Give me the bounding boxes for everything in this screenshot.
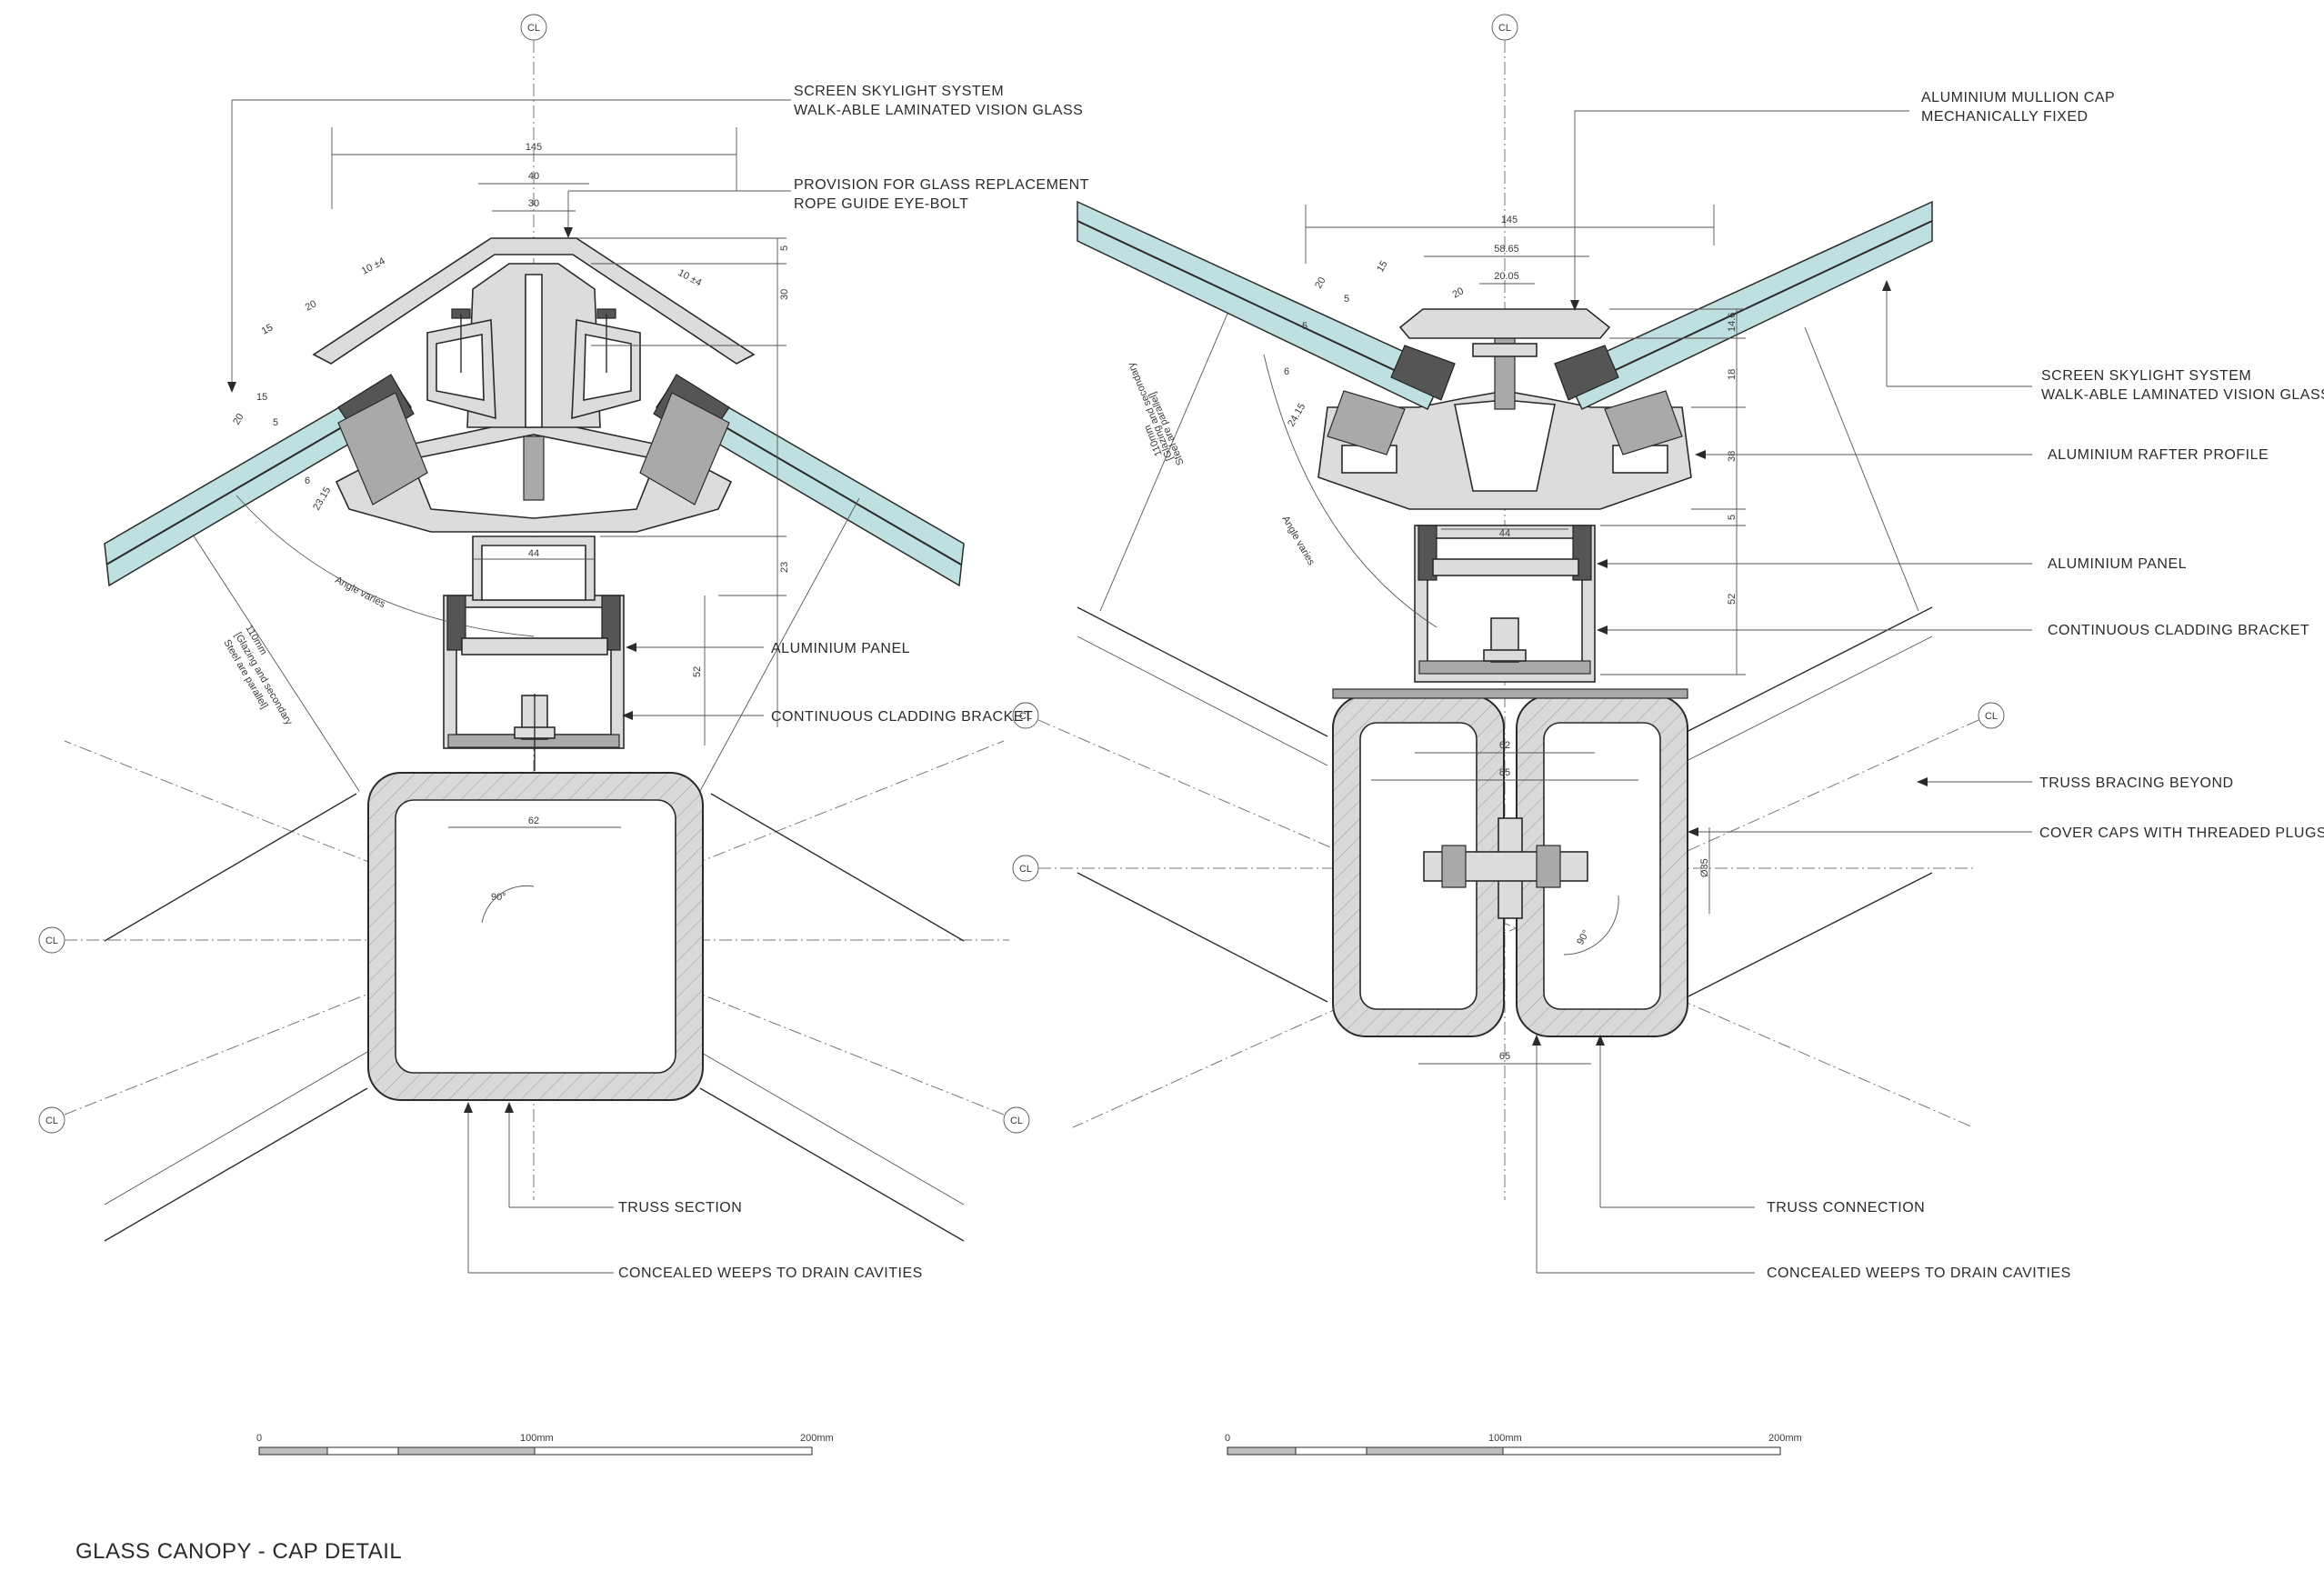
left-rafter-profile	[335, 263, 733, 601]
scale-200mm: 200mm	[800, 1433, 834, 1444]
label-truss-bracing: TRUSS BRACING BEYOND	[2039, 775, 2234, 791]
dim-10b: 10 ±4	[676, 267, 704, 288]
centerline-label: CL	[1985, 711, 1998, 722]
dim-18: 18	[1727, 369, 1738, 380]
dim-6: 6	[305, 475, 310, 486]
centerline-label: CL	[1019, 711, 1032, 722]
dim-5c: 5	[1727, 515, 1738, 520]
dim-145: 145	[1501, 215, 1518, 225]
label-aluminium-panel: ALUMINIUM PANEL	[2048, 556, 2187, 572]
left-secondary-steel	[104, 793, 965, 1242]
dim-23: 23	[779, 562, 790, 573]
dim-30: 30	[528, 198, 539, 209]
scale-0: 0	[1225, 1433, 1230, 1444]
dim-40: 40	[528, 171, 539, 182]
right-glass-panels	[1077, 200, 1933, 455]
label-eye-bolt: ROPE GUIDE EYE-BOLT	[794, 196, 968, 212]
left-centerline-marker-top: CL	[520, 14, 547, 41]
dim-15b: 15	[256, 392, 267, 403]
label-rafter-profile: ALUMINIUM RAFTER PROFILE	[2048, 447, 2269, 463]
dim-5b: 5	[1344, 294, 1349, 305]
label-laminated-glass: WALK-ABLE LAMINATED VISION GLASS	[794, 103, 1083, 118]
dim-62: 62	[528, 816, 539, 826]
right-secondary-steel	[1077, 606, 1933, 1003]
dim-5: 5	[1302, 321, 1307, 332]
label-truss-section: TRUSS SECTION	[618, 1200, 742, 1216]
right-dimensions: 145 58.65 20.05 14.6 18 38 5 52 44 62 85…	[1284, 205, 1746, 1065]
right-centerline-marker-top: CL	[1491, 14, 1518, 41]
right-detail: CL CL CL CL	[1012, 14, 2324, 1281]
centerline-label: CL	[527, 23, 540, 34]
dim-bolt-diameter: Ø35	[1699, 858, 1710, 877]
dim-52: 52	[1727, 594, 1738, 605]
left-glass-panels	[104, 374, 965, 587]
label-concealed-weeps: CONCEALED WEEPS TO DRAIN CAVITIES	[618, 1266, 923, 1281]
label-glass-replacement: PROVISION FOR GLASS REPLACEMENT	[794, 177, 1089, 193]
label-laminated-glass: WALK-ABLE LAMINATED VISION GLASS	[2041, 387, 2324, 403]
left-labels: SCREEN SKYLIGHT SYSTEM WALK-ABLE LAMINAT…	[459, 84, 1089, 1281]
dim-44: 44	[528, 548, 539, 559]
label-cladding-bracket: CONTINUOUS CLADDING BRACKET	[771, 709, 1033, 725]
scale-bar-right: 0 100mm 200mm	[1225, 1433, 1802, 1456]
dim-20: 20	[304, 298, 318, 313]
dim-23-15: 23.15	[311, 485, 333, 513]
dim-14-6: 14.6	[1727, 313, 1738, 332]
left-mullion-cap	[312, 237, 756, 373]
dim-15: 15	[260, 322, 275, 336]
centerline-label: CL	[1498, 23, 1511, 34]
dim-20-05: 20.05	[1494, 271, 1519, 282]
label-aluminium-panel: ALUMINIUM PANEL	[771, 641, 910, 656]
dim-44: 44	[1499, 528, 1510, 539]
scale-200mm: 200mm	[1768, 1433, 1802, 1444]
left-truss-section	[367, 772, 704, 1101]
centerline-label: CL	[45, 936, 58, 946]
scale-0: 0	[256, 1433, 262, 1444]
left-detail: CL CL CL CL	[38, 14, 1089, 1281]
right-truss-connection	[1332, 688, 1688, 1037]
label-truss-connection: TRUSS CONNECTION	[1767, 1200, 1925, 1216]
right-labels: ALUMINIUM MULLION CAP MECHANICALLY FIXED…	[1532, 90, 2324, 1281]
dim-10a: 10 ±4	[360, 255, 387, 276]
left-cladding-bracket	[443, 595, 625, 771]
dim-85: 85	[1499, 767, 1510, 778]
label-cover-caps: COVER CAPS WITH THREADED PLUGS	[2039, 826, 2324, 841]
centerline-label: CL	[1010, 1116, 1023, 1126]
dim-20b: 20	[231, 412, 246, 427]
label-cladding-bracket: CONTINUOUS CLADDING BRACKET	[2048, 623, 2309, 638]
dim-38: 38	[1727, 451, 1738, 462]
label-mullion-cap: ALUMINIUM MULLION CAP	[1921, 90, 2115, 105]
dim-62: 62	[1499, 740, 1510, 751]
centerline-label: CL	[45, 1116, 58, 1126]
label-skylight-system: SCREEN SKYLIGHT SYSTEM	[794, 84, 1004, 99]
dim-145: 145	[526, 142, 542, 153]
dim-24-15: 24.15	[1286, 402, 1307, 429]
right-mullion-cap	[1398, 308, 1611, 357]
dim-52: 52	[692, 666, 703, 677]
dim-20: 20	[1313, 275, 1328, 291]
scale-100mm: 100mm	[1488, 1433, 1522, 1444]
angle-varies-label: Angle varies	[1279, 515, 1317, 568]
drawing-title: GLASS CANOPY - CAP DETAIL	[75, 1539, 402, 1564]
dim-30-vertical: 30	[779, 289, 790, 300]
dim-90deg: 90°	[491, 892, 506, 903]
dim-6: 6	[1284, 366, 1289, 377]
dim-15: 15	[1375, 259, 1390, 275]
right-cladding-bracket	[1414, 525, 1596, 683]
scale-bar-left: 0 100mm 200mm	[256, 1433, 834, 1456]
label-concealed-weeps: CONCEALED WEEPS TO DRAIN CAVITIES	[1767, 1266, 2071, 1281]
angle-varies-label: Angle varies	[334, 575, 388, 610]
dim-65: 65	[1499, 1051, 1510, 1062]
label-skylight-system: SCREEN SKYLIGHT SYSTEM	[2041, 368, 2251, 384]
dim-20b: 20	[1451, 285, 1467, 301]
label-mechanically-fixed: MECHANICALLY FIXED	[1921, 109, 2089, 125]
dim-58-65: 58.65	[1494, 244, 1519, 255]
scale-100mm: 100mm	[520, 1433, 554, 1444]
dim-5b: 5	[273, 417, 278, 428]
centerline-label: CL	[1019, 864, 1032, 875]
dim-5: 5	[779, 245, 790, 251]
